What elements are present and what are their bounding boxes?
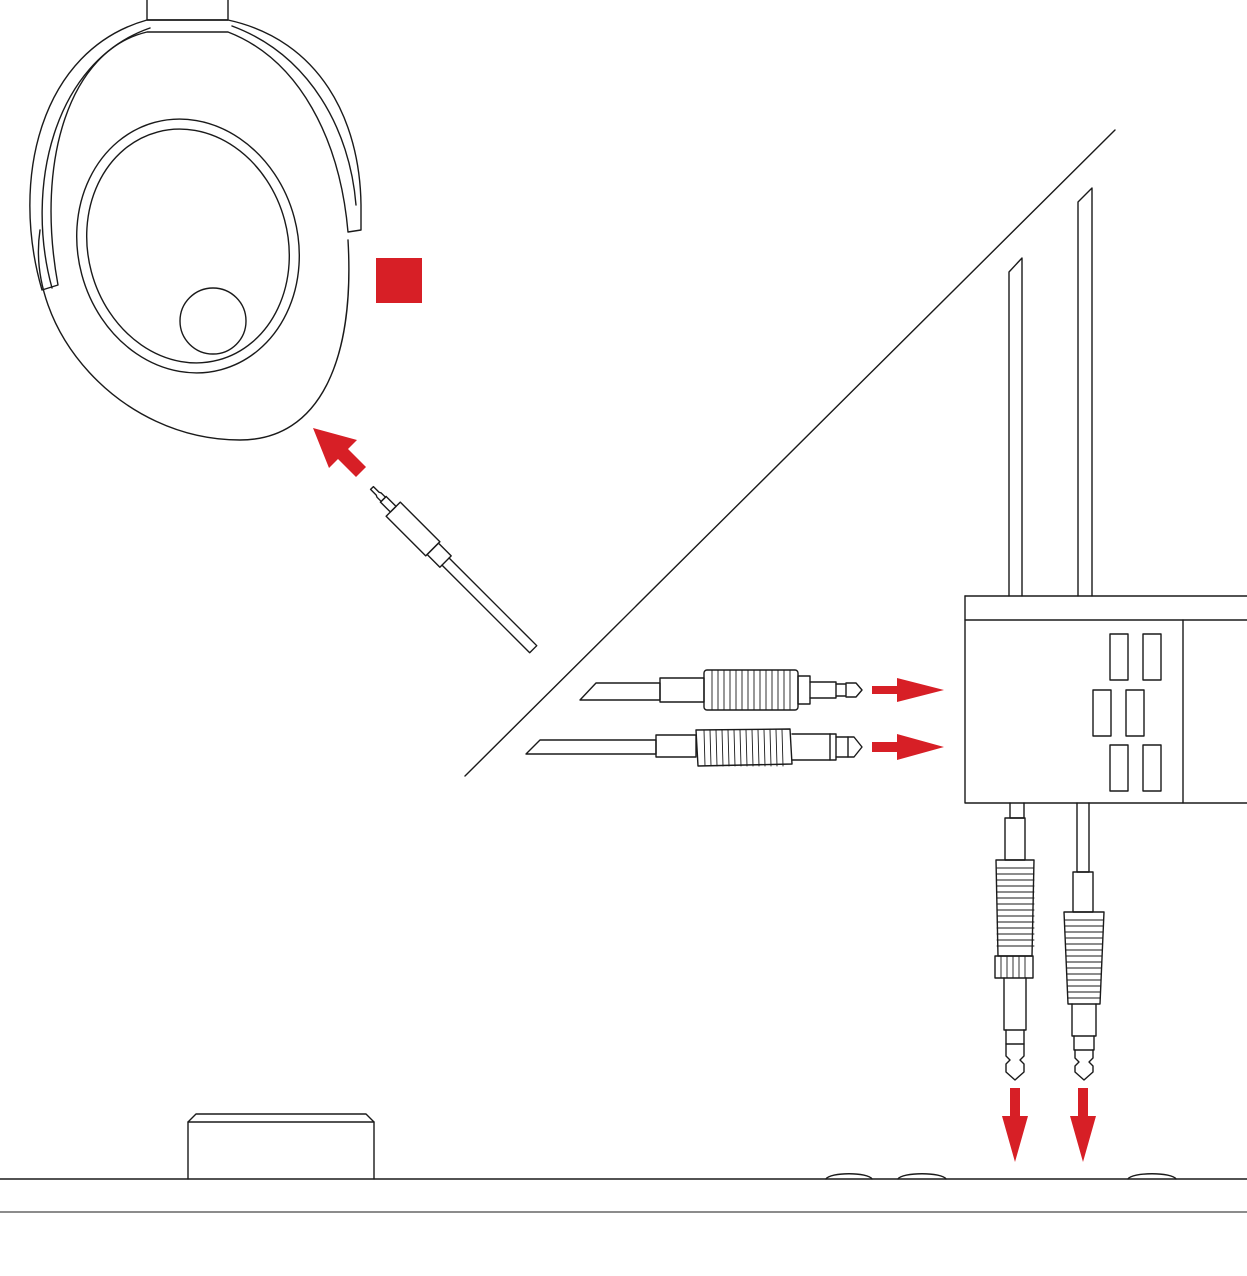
- plug-3-5mm-icon: [580, 670, 862, 710]
- headphone-earcup-icon: [30, 0, 361, 440]
- plug-6-3mm-icon: [526, 729, 862, 766]
- adapter-box-icon: [965, 596, 1247, 803]
- audio-device-icon: [0, 1114, 1247, 1212]
- adapter-upper-cables: [1009, 188, 1092, 596]
- plug-vertical-right-icon: [1064, 803, 1104, 1080]
- arrow-right-bottom: [872, 734, 944, 760]
- arrow-right-top: [872, 678, 944, 702]
- arrow-up-left: [313, 428, 366, 477]
- arrow-down-right: [1070, 1088, 1096, 1162]
- red-square-marker: [376, 258, 422, 303]
- arrow-down-left: [1002, 1088, 1028, 1162]
- mini-jack-plug-icon: [365, 481, 540, 656]
- plug-vertical-left-icon: [995, 803, 1034, 1080]
